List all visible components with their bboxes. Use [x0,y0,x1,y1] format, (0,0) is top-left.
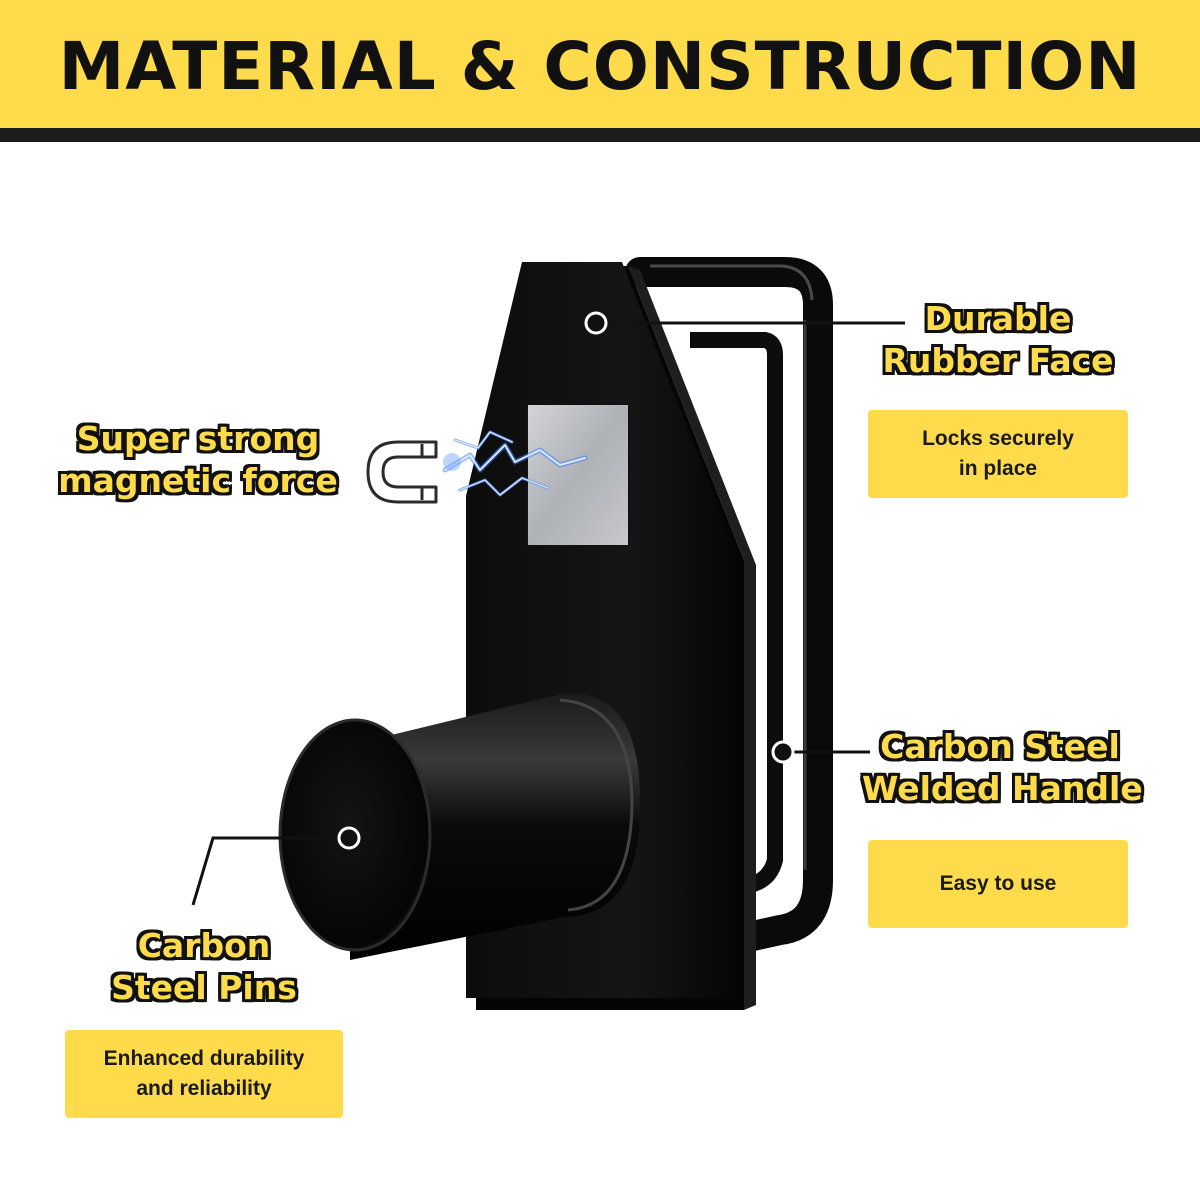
pins-title: Carbon Steel Pins [111,926,297,1007]
pins-marker [337,826,361,850]
magnet-plate [526,403,630,547]
rubber-face-title: Durable Rubber Face [882,299,1114,380]
page-title: MATERIAL & CONSTRUCTION [58,27,1142,105]
header-divider [0,128,1200,142]
handle-marker [771,740,795,764]
horseshoe-magnet-icon [366,440,438,504]
handle-title: Carbon Steel Welded Handle [862,727,1143,808]
rubber-face-marker [584,311,608,335]
magnet-title: Super strong magnetic force [58,419,338,500]
handle-note: Easy to use [868,840,1128,928]
rubber-face-note: Locks securely in place [868,410,1128,498]
pins-note: Enhanced durability and reliability [65,1030,343,1118]
pins-leader [191,836,349,906]
welded-handle [625,257,833,955]
lightning-spark-icon [442,430,588,497]
header-banner: MATERIAL & CONSTRUCTION [0,0,1200,128]
